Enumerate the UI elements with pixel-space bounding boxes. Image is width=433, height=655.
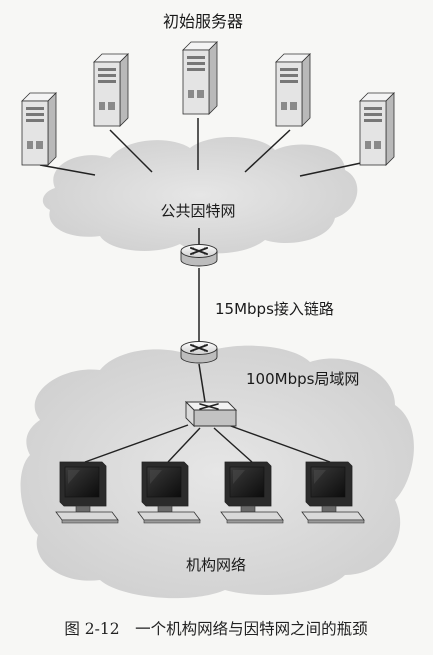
server-icon xyxy=(182,41,218,115)
figure-caption: 图 2-12 一个机构网络与因特网之间的瓶颈 xyxy=(64,620,367,638)
access-link-label: 15Mbps接入链路 xyxy=(215,300,334,318)
lan-switch-icon xyxy=(184,400,238,428)
access-router-icon xyxy=(180,243,218,267)
server-icon xyxy=(275,53,311,127)
institution-router-icon xyxy=(180,340,218,364)
public-internet-label: 公共因特网 xyxy=(160,202,235,220)
lan-label: 100Mbps局域网 xyxy=(246,370,359,388)
origin-servers-label: 初始服务器 xyxy=(163,12,243,31)
server-links xyxy=(39,118,376,177)
public-internet-cloud xyxy=(42,136,358,254)
server-icon xyxy=(21,92,57,166)
institutional-network-cloud xyxy=(20,345,414,599)
institutional-network-label: 机构网络 xyxy=(186,556,246,574)
server-icon xyxy=(359,92,395,166)
workstation-links xyxy=(84,424,331,463)
server-icon xyxy=(93,53,129,127)
